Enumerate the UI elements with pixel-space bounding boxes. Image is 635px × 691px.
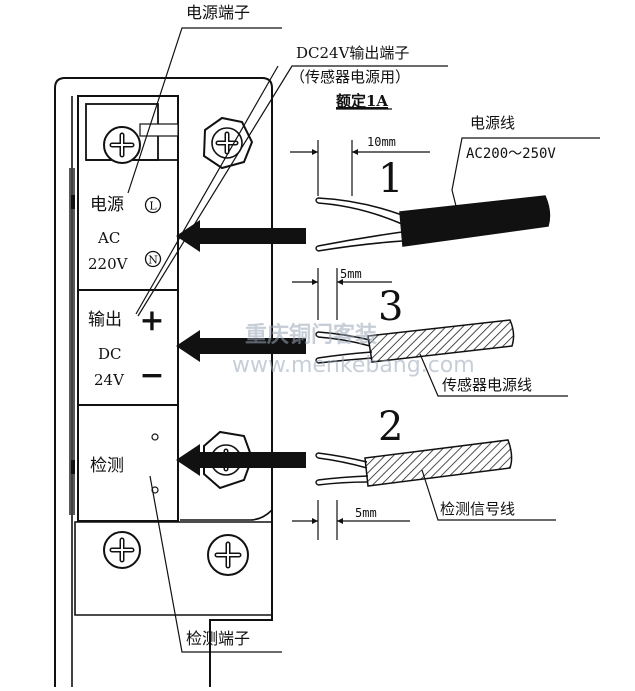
dc-voltage-label: 24V — [94, 371, 125, 389]
ac-label: AC — [97, 229, 120, 247]
power-cable-callout: 电源线 — [470, 114, 515, 132]
detection-terminal-callout: 检测端子 — [186, 629, 250, 648]
number-1: 1 — [378, 156, 403, 202]
minus-mark: − — [139, 358, 164, 393]
detect-section-label: 检测 — [90, 456, 124, 476]
detect-dot-top — [151, 433, 159, 441]
dimension-10mm-label: 10mm — [367, 135, 396, 149]
dc24v-terminal-leader-2 — [135, 65, 279, 315]
number-3: 3 — [378, 284, 403, 330]
output-section-label: 输出 — [88, 310, 122, 330]
power-cable-leader — [451, 137, 600, 215]
power-section-label: 电源 — [90, 195, 124, 215]
sensor-power-note: （传感器电源用） — [290, 68, 410, 86]
l-mark: L — [149, 200, 157, 213]
detection-signal-cable-callout: 检测信号线 — [440, 500, 515, 518]
screw-top-left-icon — [103, 126, 141, 164]
arrow-power-icon — [176, 220, 306, 252]
screw-bottom-left-icon — [103, 531, 141, 569]
detection-terminal-leader — [149, 475, 282, 653]
arrow-output-icon — [176, 330, 306, 362]
sensor-power-cable-leader — [419, 353, 568, 397]
watermark-cn: 重庆铜门客装 — [245, 322, 377, 348]
power-cable — [315, 195, 551, 252]
rated-current-label: 额定1A — [336, 92, 388, 110]
dimension-5mm-bottom — [292, 500, 410, 540]
detection-signal-cable-leader — [421, 469, 556, 521]
power-terminal-callout: 电源端子 — [186, 3, 250, 22]
plus-mark: + — [139, 303, 164, 338]
arrow-detect-icon — [176, 444, 306, 476]
power-voltage-label: AC200～250V — [466, 146, 556, 162]
dimension-5mm-top — [292, 268, 392, 320]
ac-voltage-label: 220V — [88, 255, 129, 273]
sensor-power-cable — [315, 319, 515, 364]
number-2: 2 — [378, 404, 403, 450]
device-body — [54, 77, 273, 687]
dimension-5mm-top-label: 5mm — [340, 267, 362, 281]
n-mark: N — [148, 254, 158, 267]
power-terminal-leader — [127, 27, 282, 194]
dimension-5mm-bottom-label: 5mm — [355, 506, 377, 520]
screw-top-right-icon — [202, 116, 254, 170]
watermark-url: www.menkebang.com — [232, 353, 475, 378]
dc24v-terminal-leader — [137, 65, 448, 317]
sensor-power-cable-callout: 传感器电源线 — [442, 376, 532, 394]
detection-signal-cable — [315, 439, 513, 487]
dimension-10mm — [290, 140, 430, 196]
dc-label: DC — [98, 345, 122, 363]
l-mark-circle — [144, 196, 162, 214]
screw-bottom-right-icon — [207, 534, 249, 576]
n-mark-circle — [144, 250, 162, 268]
dc24v-terminal-callout: DC24V输出端子 — [296, 44, 409, 62]
